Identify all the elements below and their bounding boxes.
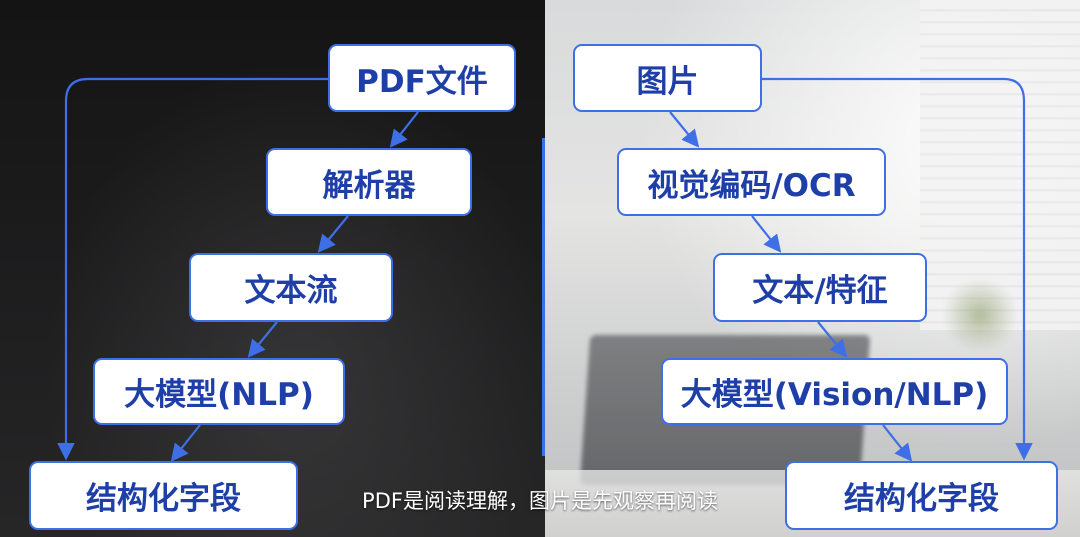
- text-stream-node: 文本流: [189, 253, 393, 322]
- arrow-parser-to-textstream: [317, 215, 349, 253]
- arrow-image-to-ocr: [669, 111, 700, 148]
- arrow-llm-to-output: [170, 424, 201, 462]
- llm-nlp-node: 大模型(NLP): [93, 358, 345, 425]
- text-features-node: 文本/特征: [713, 253, 927, 322]
- arrow-ocr-to-features: [751, 215, 782, 253]
- arrow-textstream-to-llm: [247, 321, 278, 358]
- parser-node: 解析器: [266, 148, 472, 216]
- caption: PDF是阅读理解，图片是先观察再阅读: [362, 489, 718, 513]
- arrow-llm-to-right-output: [882, 424, 913, 462]
- image-node: 图片: [573, 44, 762, 112]
- llm-vision-nlp-node: 大模型(Vision/NLP): [661, 358, 1008, 425]
- structured-fields-right-node: 结构化字段: [785, 461, 1058, 530]
- pdf-file-node: PDF文件: [328, 44, 516, 112]
- visual-encoding-ocr-node: 视觉编码/OCR: [617, 148, 886, 216]
- arrow-image-bypass-to-output: [762, 77, 1033, 461]
- arrow-pdf-bypass-to-output: [57, 77, 328, 461]
- arrow-features-to-llm: [817, 321, 848, 358]
- arrow-pdf-to-parser: [389, 111, 419, 148]
- window-blind: [920, 0, 1080, 330]
- plant: [940, 280, 1020, 350]
- center-divider: [542, 138, 545, 456]
- structured-fields-left-node: 结构化字段: [29, 461, 298, 530]
